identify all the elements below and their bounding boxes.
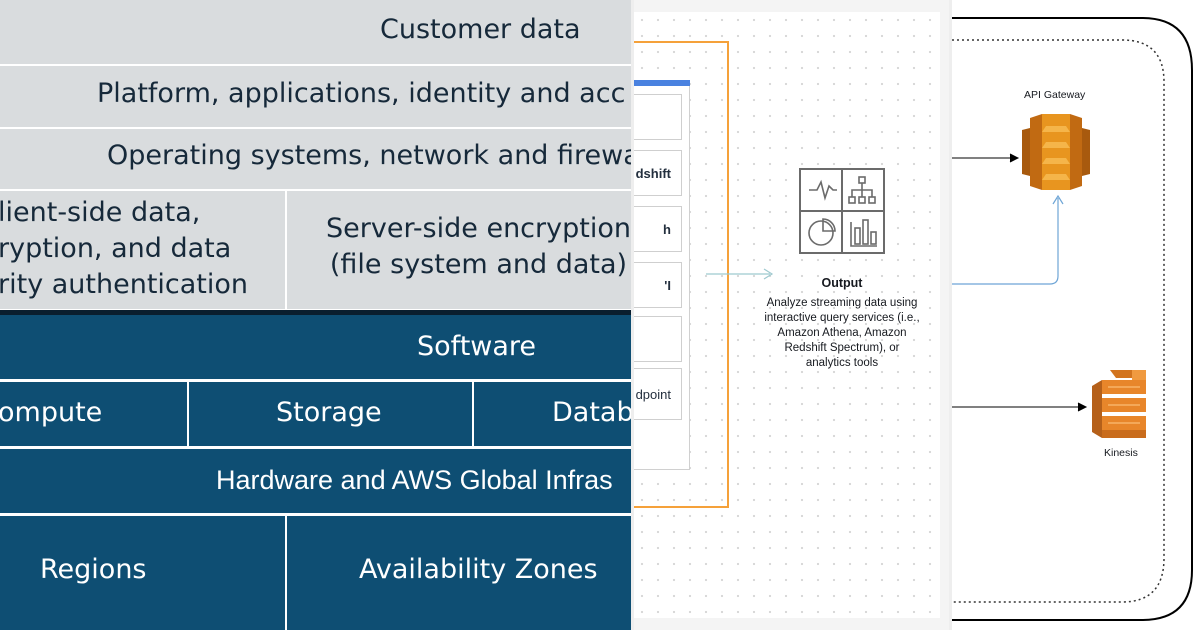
server-side-line: Server-side encryption — [326, 213, 631, 244]
server-side-cell: Server-side encryption (file system and … — [287, 191, 632, 309]
os-row: Operating systems, network and firewa — [0, 129, 632, 189]
customer-data-row: Customer data — [0, 0, 632, 64]
pie-chart-icon — [808, 218, 836, 246]
availability-zones-cell: Availability Zones — [287, 516, 632, 630]
output-description: Analyze streaming data using interactive… — [764, 297, 920, 369]
architecture-canvas — [952, 17, 1193, 621]
database-label: Datab — [552, 397, 632, 428]
database-cell: Datab — [474, 382, 632, 446]
serverless-panel: API Gateway Kinesis — [952, 0, 1200, 630]
regions-cell: Regions — [0, 516, 285, 630]
dotted-canvas — [634, 12, 940, 618]
hardware-label: Hardware and AWS Global Infras — [216, 465, 613, 495]
client-side-label: lient-side data, ryption, and data rity … — [0, 195, 248, 303]
api-gateway-label: API Gateway — [1024, 89, 1086, 101]
client-side-line: ryption, and data — [0, 233, 232, 264]
availability-zones-label: Availability Zones — [359, 554, 598, 585]
client-side-line: lient-side data, — [0, 197, 201, 228]
storage-label: Storage — [276, 397, 382, 428]
software-label: Software — [417, 331, 537, 362]
server-side-line: (file system and data) — [329, 249, 628, 280]
hardware-row: Hardware and AWS Global Infras — [0, 449, 632, 513]
panel-divider — [631, 0, 634, 630]
service-card: dshift — [632, 150, 682, 196]
platform-row: Platform, applications, identity and acc — [0, 66, 632, 127]
service-card: h — [632, 206, 682, 252]
api-gateway-icon — [1022, 114, 1090, 190]
compute-cell: ompute — [0, 382, 187, 446]
analytics-icon — [799, 168, 885, 254]
kinesis-label: Kinesis — [1104, 447, 1138, 459]
service-card — [632, 94, 682, 140]
output-title: Output — [821, 276, 863, 290]
client-side-cell: lient-side data, ryption, and data rity … — [0, 191, 285, 309]
kinesis-icon — [1092, 370, 1146, 438]
service-card: dpoint — [632, 368, 682, 420]
server-side-label: Server-side encryption (file system and … — [326, 211, 631, 283]
service-list-header — [632, 80, 690, 86]
customer-data-label: Customer data — [380, 14, 581, 45]
service-card-label: 'I — [664, 277, 671, 293]
service-card: 'I — [632, 262, 682, 308]
waveform-icon — [809, 179, 837, 201]
bar-chart-icon — [850, 219, 877, 247]
service-card-label: dshift — [635, 165, 671, 181]
software-row: Software — [0, 315, 632, 379]
section-divider — [0, 310, 632, 315]
client-side-line: rity authentication — [0, 269, 249, 300]
regions-label: Regions — [40, 554, 147, 585]
inner-container — [952, 39, 1165, 603]
os-label: Operating systems, network and firewa — [107, 140, 632, 171]
panel-divider — [949, 0, 952, 630]
streaming-output-panel: dshift h 'I dpoint Output Analyze stream… — [632, 0, 952, 630]
service-card-label: dpoint — [635, 386, 671, 402]
compute-label: ompute — [0, 397, 103, 428]
service-card-label: h — [663, 221, 671, 237]
service-card — [632, 316, 682, 362]
shared-responsibility-panel: Customer data Platform, applications, id… — [0, 0, 632, 630]
hierarchy-icon — [848, 176, 876, 204]
storage-cell: Storage — [189, 382, 472, 446]
outer-container — [952, 17, 1193, 621]
platform-label: Platform, applications, identity and acc — [97, 78, 626, 109]
